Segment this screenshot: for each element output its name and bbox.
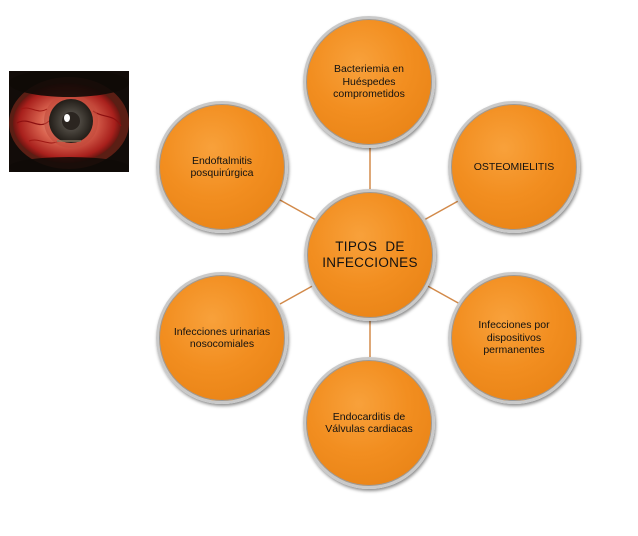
node-center: TIPOS DE INFECCIONES: [304, 189, 436, 321]
node-bacteriemia: Bacteriemia en Huéspedes comprometidos: [303, 16, 435, 148]
node-endocarditis-label: Endocarditis de Válvulas cardiacas: [325, 410, 413, 436]
node-urinarias-label: Infecciones urinarias nosocomiales: [173, 325, 271, 351]
eye-image: [9, 71, 129, 172]
node-dispositivos-label: Infecciones por dispositivos permanentes: [478, 319, 550, 357]
node-bacteriemia-label: Bacteriemia en Huéspedes comprometidos: [333, 63, 405, 101]
node-endocarditis: Endocarditis de Válvulas cardiacas: [303, 357, 435, 489]
node-endoftalmitis: Endoftalmitis posquirúrgica: [156, 101, 288, 233]
node-dispositivos: Infecciones por dispositivos permanentes: [448, 272, 580, 404]
node-urinarias: Infecciones urinarias nosocomiales: [156, 272, 288, 404]
center-label: TIPOS DE INFECCIONES: [322, 239, 418, 270]
connector-urinarias: [279, 283, 317, 305]
node-osteomielitis: OSTEOMIELITIS: [448, 101, 580, 233]
connector-dispositivos: [423, 283, 461, 305]
connector-endoftalmitis: [279, 199, 317, 221]
node-osteomielitis-label: OSTEOMIELITIS: [473, 160, 555, 173]
node-endoftalmitis-label: Endoftalmitis posquirúrgica: [190, 154, 254, 180]
eye-photo: [9, 71, 129, 172]
connector-osteomielitis: [423, 199, 461, 221]
